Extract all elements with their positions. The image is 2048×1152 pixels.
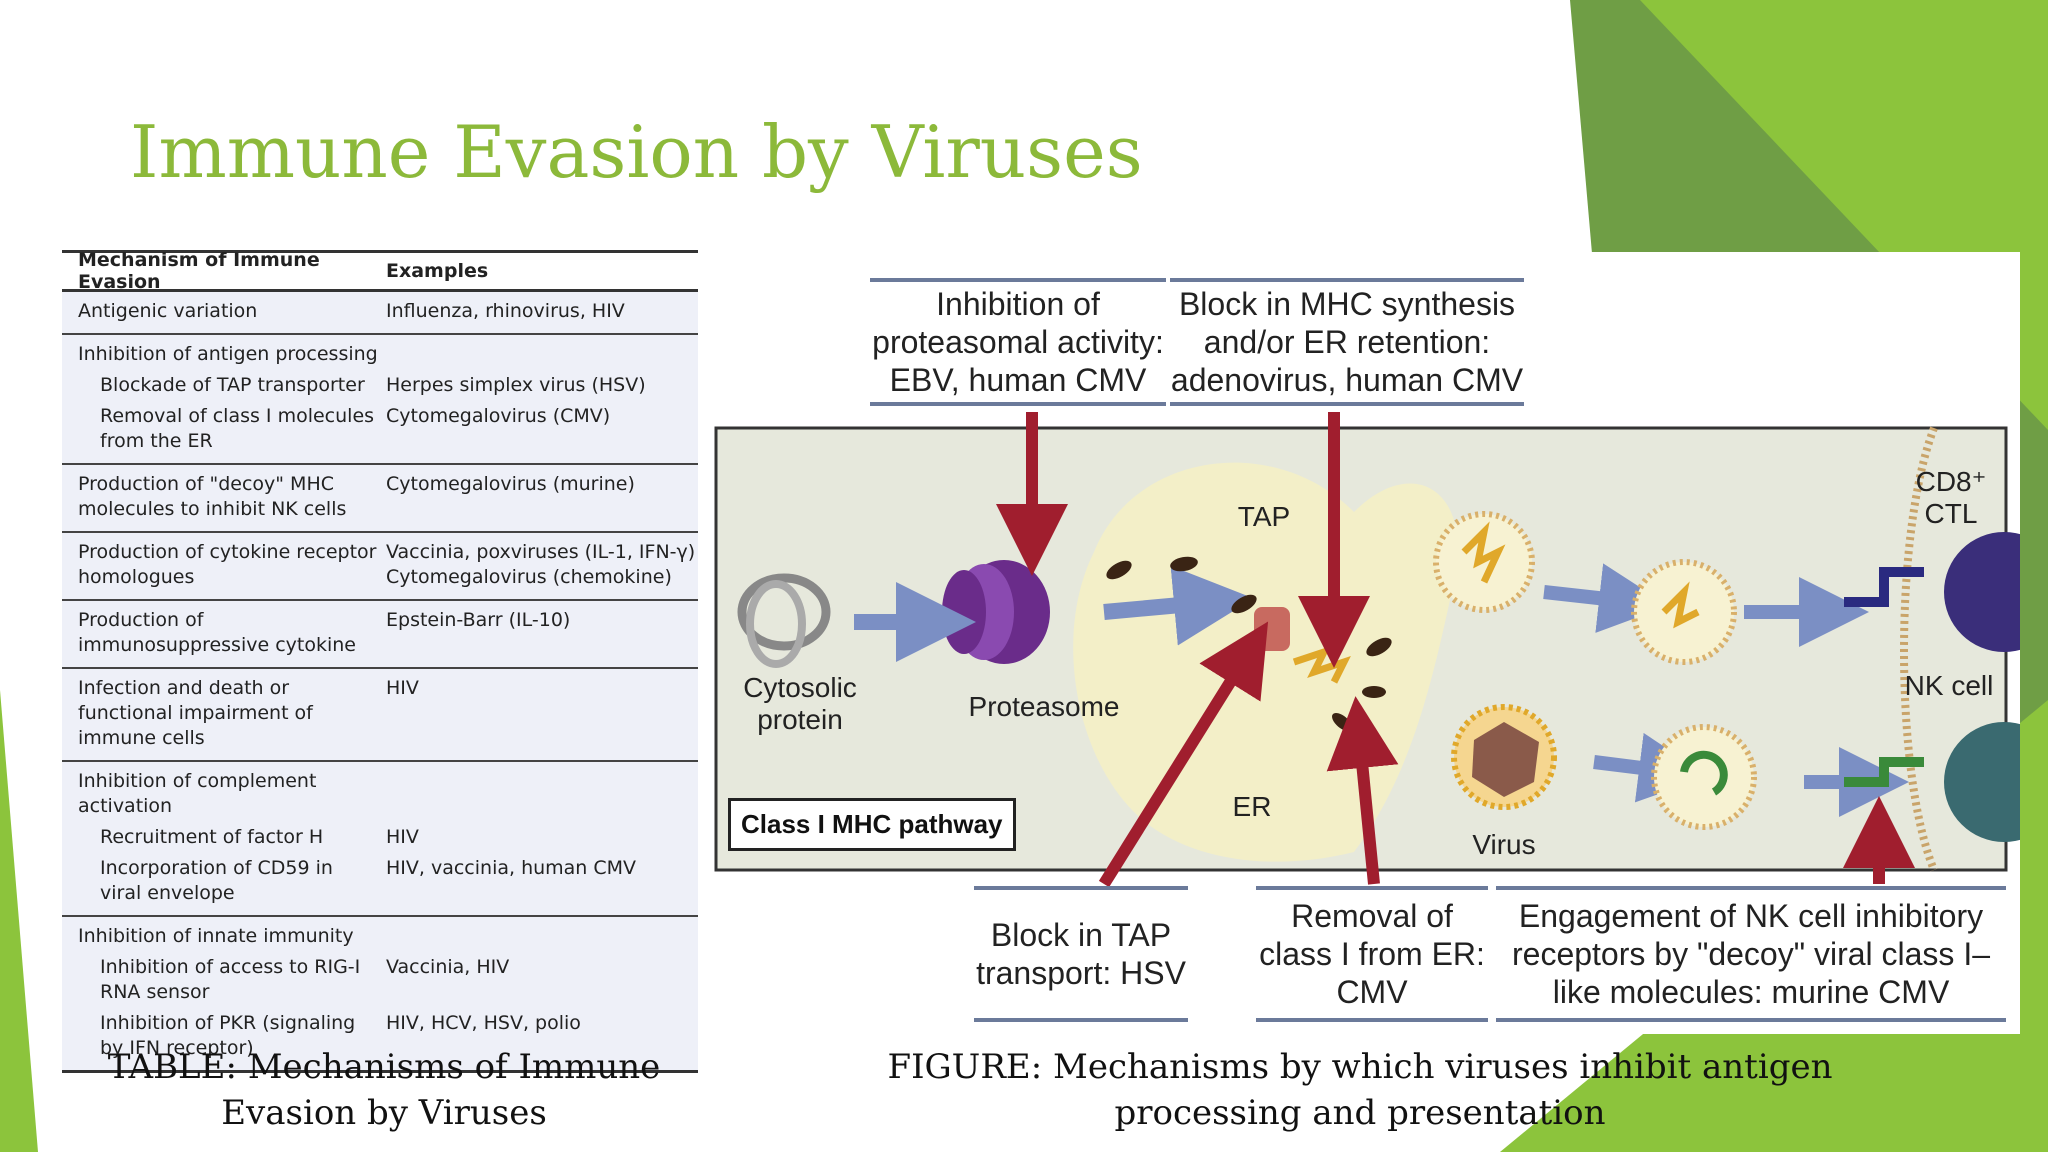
table-group: Production of "decoy" MHC molecules to i… bbox=[62, 465, 698, 533]
examples-cell bbox=[380, 342, 698, 367]
mechanism-cell: Inhibition of complement activation bbox=[78, 770, 317, 817]
table-row: Production of "decoy" MHC molecules to i… bbox=[62, 469, 698, 525]
table-row: Incorporation of CD59 in viral envelope … bbox=[62, 853, 698, 909]
examples-cell: HIV bbox=[386, 826, 419, 848]
flow-arrow bbox=[1543, 563, 1669, 633]
mechanism-cell: Production of "decoy" MHC molecules to i… bbox=[78, 473, 347, 520]
figure-caption: FIGURE: Mechanisms by which viruses inhi… bbox=[887, 1047, 1833, 1133]
examples-cell: Influenza, rhinovirus, HIV bbox=[386, 300, 625, 322]
inhibition-arrow bbox=[1098, 621, 1269, 888]
mechanism-cell: Production of immunosuppressive cytokine bbox=[78, 609, 356, 656]
table-row: Removal of class I molecules from the ER… bbox=[62, 401, 698, 457]
mechanism-cell: Inhibition of antigen processing bbox=[78, 343, 378, 365]
examples-cell: Vaccinia, poxviruses (IL-1, IFN-γ) Cytom… bbox=[386, 541, 696, 588]
annotation-proteasome-inhibition: Inhibition of proteasomal activity: EBV,… bbox=[870, 278, 1166, 406]
tap-transporter-icon bbox=[1254, 607, 1290, 651]
mechanism-cell: Removal of class I molecules from the ER bbox=[100, 405, 375, 452]
tap-label: TAP bbox=[1237, 501, 1291, 532]
annotation-er-removal: Removal of class I from ER: CMV bbox=[1256, 886, 1488, 1022]
mechanism-cell: Production of cytokine receptor homologu… bbox=[78, 541, 377, 588]
annotation-mhc-synthesis-block: Block in MHC synthesis and/or ER retenti… bbox=[1170, 278, 1524, 406]
cd8-ctl-cell-icon bbox=[1944, 532, 2020, 652]
table-row: Inhibition of complement activation bbox=[62, 766, 698, 822]
mhc-pathway-figure: Inhibition of proteasomal activity: EBV,… bbox=[714, 252, 2020, 1034]
slide-title: Immune Evasion by Viruses bbox=[130, 110, 1143, 194]
nk-receptor-icon bbox=[1844, 757, 1924, 787]
table-row: Inhibition of innate immunity bbox=[62, 921, 698, 952]
table-row: Inhibition of PKR (signaling by IFN rece… bbox=[62, 1008, 698, 1064]
pathway-diagram bbox=[714, 412, 2020, 888]
header-mechanism: Mechanism of Immune Evasion bbox=[78, 249, 320, 293]
table-row: Antigenic variation Influenza, rhinoviru… bbox=[62, 296, 698, 327]
annotation-tap-block: Block in TAP transport: HSV bbox=[974, 886, 1188, 1022]
left-bottom-green-triangle bbox=[0, 690, 38, 1152]
header-examples: Examples bbox=[386, 260, 489, 282]
mechanism-cell: Blockade of TAP transporter bbox=[100, 374, 365, 396]
table-row: Blockade of TAP transporter Herpes simpl… bbox=[62, 370, 698, 401]
virus-icon bbox=[1451, 704, 1557, 810]
table-group: Production of cytokine receptor homologu… bbox=[62, 533, 698, 601]
evasion-table: Mechanism of Immune Evasion Examples Ant… bbox=[62, 249, 698, 1073]
vesicle-icon bbox=[1651, 724, 1757, 830]
table-group: Antigenic variation Influenza, rhinoviru… bbox=[62, 292, 698, 335]
er-label: ER bbox=[1232, 791, 1272, 822]
flow-arrow bbox=[1103, 565, 1254, 646]
tcr-receptor-icon bbox=[1844, 567, 1924, 607]
cd8-ctl-label: CD8⁺ CTL bbox=[1915, 466, 1987, 529]
table-row: Production of cytokine receptor homologu… bbox=[62, 537, 698, 593]
mechanism-cell: Incorporation of CD59 in viral envelope bbox=[100, 857, 333, 904]
table-row: Recruitment of factor H HIV bbox=[62, 822, 698, 853]
nk-cell-label: NK cell bbox=[1904, 670, 1994, 701]
table-group: Inhibition of complement activation Recr… bbox=[62, 762, 698, 917]
table-group: Inhibition of innate immunity Inhibition… bbox=[62, 917, 698, 1070]
table-header: Mechanism of Immune Evasion Examples bbox=[62, 249, 698, 293]
examples-cell: Herpes simplex virus (HSV) bbox=[386, 374, 646, 396]
annotation-nk-decoy: Engagement of NK cell inhibitory recepto… bbox=[1496, 886, 2006, 1022]
table-caption: TABLE: Mechanisms of Immune Evasion by V… bbox=[107, 1047, 661, 1133]
table-group: Infection and death or functional impair… bbox=[62, 669, 698, 762]
table-row: Inhibition of antigen processing bbox=[62, 339, 698, 370]
examples-cell bbox=[380, 924, 698, 949]
table-group: Production of immunosuppressive cytokine… bbox=[62, 601, 698, 669]
cytosolic-protein-icon bbox=[737, 573, 831, 668]
examples-cell: HIV bbox=[386, 677, 419, 699]
examples-cell: HIV, vaccinia, human CMV bbox=[386, 857, 637, 879]
proteasome-icon bbox=[942, 560, 1050, 664]
mechanism-cell: Recruitment of factor H bbox=[100, 826, 324, 848]
examples-cell: Vaccinia, HIV bbox=[386, 956, 510, 978]
cytosolic-protein-label: Cytosolic protein bbox=[743, 672, 857, 735]
nk-cell-icon bbox=[1944, 722, 2020, 842]
proteasome-label: Proteasome bbox=[968, 691, 1120, 722]
examples-cell: Cytomegalovirus (murine) bbox=[386, 473, 635, 495]
examples-cell: Cytomegalovirus (CMV) bbox=[386, 405, 611, 427]
table-row: Production of immunosuppressive cytokine… bbox=[62, 605, 698, 661]
table-row: Infection and death or functional impair… bbox=[62, 673, 698, 754]
mechanism-cell: Inhibition of PKR (signaling by IFN rece… bbox=[100, 1012, 356, 1059]
mechanism-cell: Inhibition of access to RIG-I RNA sensor bbox=[100, 956, 361, 1003]
mechanism-cell: Inhibition of innate immunity bbox=[78, 925, 354, 947]
inhibition-arrow bbox=[1326, 696, 1399, 885]
examples-cell bbox=[380, 769, 698, 819]
examples-cell: Epstein-Barr (IL-10) bbox=[386, 609, 571, 631]
vesicle-icon bbox=[1631, 559, 1737, 665]
table-row: Inhibition of access to RIG-I RNA sensor… bbox=[62, 952, 698, 1008]
mechanism-cell: Antigenic variation bbox=[78, 300, 258, 322]
cell-membrane bbox=[1900, 426, 1938, 872]
mechanism-cell: Infection and death or functional impair… bbox=[78, 677, 313, 749]
table-group: Inhibition of antigen processing Blockad… bbox=[62, 335, 698, 465]
examples-cell: HIV, HCV, HSV, polio bbox=[386, 1012, 581, 1034]
virus-label: Virus bbox=[1472, 829, 1536, 860]
pathway-label: Class I MHC pathway bbox=[728, 798, 1016, 851]
